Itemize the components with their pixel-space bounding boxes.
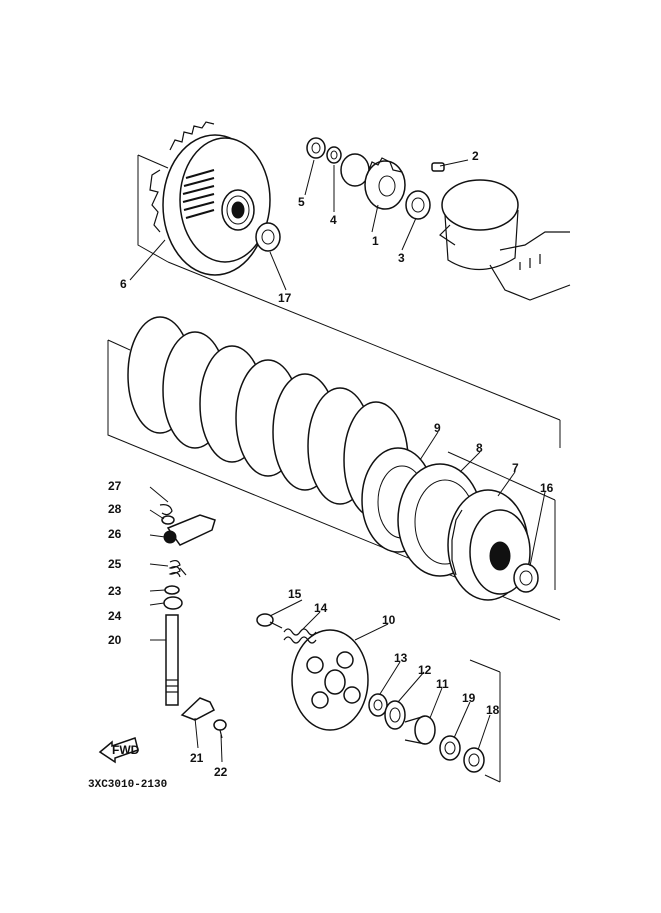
crankshaft-icon — [439, 179, 571, 301]
callout-3: 3 — [398, 251, 405, 265]
clutch-nut-icon — [439, 735, 461, 761]
spring-bolt-icon — [256, 613, 283, 629]
fwd-arrow-icon: FWD — [98, 737, 140, 764]
callout-20: 20 — [108, 633, 122, 647]
clip-27-icon — [159, 504, 173, 516]
lever-spring-icon — [168, 559, 187, 578]
callout-24: 24 — [108, 609, 122, 623]
nut-icon — [306, 137, 326, 159]
callout-2: 2 — [472, 149, 479, 163]
washer-13-icon — [368, 693, 388, 717]
callout-17: 17 — [278, 291, 292, 305]
callout-18: 18 — [486, 703, 500, 717]
callout-1: 1 — [372, 234, 379, 248]
callout-26: 26 — [108, 527, 122, 541]
friction-plates-icon — [127, 316, 409, 519]
callout-23: 23 — [108, 584, 122, 598]
callout-22: 22 — [214, 765, 228, 779]
fwd-label: FWD — [112, 743, 140, 757]
callout-13: 13 — [394, 651, 408, 665]
drive-gear-icon — [340, 153, 406, 210]
callout-14: 14 — [314, 601, 328, 615]
washer-23-icon — [164, 585, 180, 595]
washer-28-icon — [161, 515, 175, 525]
push-lever-shaft-icon — [165, 614, 179, 706]
group-outline-pressure — [469, 659, 501, 783]
callout-6: 6 — [120, 277, 127, 291]
callout-15: 15 — [288, 587, 302, 601]
bearing-icon — [384, 700, 406, 730]
callout-9: 9 — [434, 421, 441, 435]
lock-washer-18-icon — [463, 747, 485, 773]
callout-8: 8 — [476, 441, 483, 455]
push-rod-icon — [404, 715, 436, 745]
lock-washer-icon — [326, 146, 342, 164]
callout-28: 28 — [108, 502, 122, 516]
callout-25: 25 — [108, 557, 122, 571]
pressure-plate-icon — [291, 629, 369, 731]
callout-5: 5 — [298, 195, 305, 209]
push-lever-icon — [163, 514, 216, 546]
callout-4: 4 — [330, 213, 337, 227]
callout-11: 11 — [436, 677, 449, 691]
callout-labels: 1 2 3 4 5 6 7 8 9 10 11 12 13 14 15 16 1… — [108, 149, 554, 779]
collar-icon — [405, 190, 431, 220]
callout-27: 27 — [108, 479, 122, 493]
leader-lines — [129, 159, 546, 763]
boss-washer-icon — [513, 563, 539, 593]
callout-16: 16 — [540, 481, 554, 495]
stopper-plate-icon — [180, 697, 215, 721]
oil-seal-icon — [163, 596, 183, 610]
group-outline-top — [137, 154, 561, 448]
screw-22-icon — [213, 719, 227, 739]
callout-21: 21 — [190, 751, 204, 765]
woodruff-key-icon — [431, 162, 445, 172]
thrust-washer-icon — [255, 222, 281, 252]
diagram-code: 3XC3010-2130 — [88, 779, 167, 791]
callout-10: 10 — [382, 613, 396, 627]
callout-12: 12 — [418, 663, 432, 677]
callout-7: 7 — [512, 461, 519, 475]
callout-19: 19 — [462, 691, 476, 705]
clutch-housing-icon — [149, 121, 271, 276]
